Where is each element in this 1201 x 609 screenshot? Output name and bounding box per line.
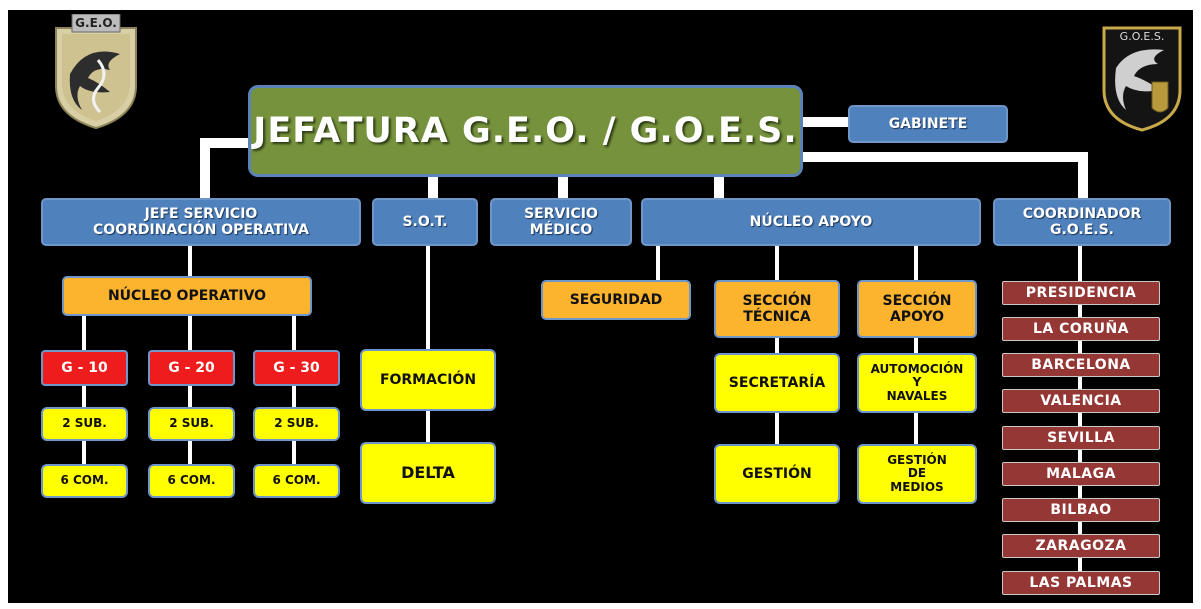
automocion-box: AUTOMOCIÓN Y NAVALES	[857, 353, 977, 413]
connector-line	[558, 175, 568, 200]
connector-line	[914, 245, 918, 280]
formacion-box: FORMACIÓN	[360, 349, 496, 411]
goes-emblem-icon: G.O.E.S.	[1102, 26, 1182, 132]
gestion-medios-line1: GESTIÓN	[887, 453, 947, 468]
g20-box: G - 20	[148, 350, 235, 386]
g20-com-box: 6 COM.	[148, 464, 235, 498]
connector-line	[82, 384, 86, 408]
automocion-line1: AUTOMOCIÓN	[870, 362, 964, 377]
seccion-tecnica-line1: SECCIÓN	[742, 292, 812, 309]
connector-line	[292, 384, 296, 408]
connector-line	[200, 138, 210, 200]
coordinador-box: COORDINADOR G.O.E.S.	[993, 198, 1171, 246]
servicio-medico-line2: MÉDICO	[529, 222, 593, 238]
g30-sub-box: 2 SUB.	[253, 407, 340, 441]
seccion-apoyo-box: SECCIÓN APOYO	[857, 280, 977, 338]
jefatura-box: JEFATURA G.E.O. / G.O.E.S.	[248, 85, 803, 177]
connector-line	[656, 245, 660, 280]
connector-line	[914, 412, 918, 445]
connector-line	[775, 412, 779, 445]
jefe-servicio-line2: COORDINACIÓN OPERATIVA	[93, 222, 309, 238]
connector-line	[914, 337, 918, 354]
gestion-medios-box: GESTIÓN DE MEDIOS	[857, 444, 977, 504]
connector-line	[200, 138, 248, 148]
connector-line	[428, 175, 438, 200]
connector-line	[714, 175, 724, 200]
g30-com-box: 6 COM.	[253, 464, 340, 498]
automocion-line2: Y	[912, 375, 922, 390]
connector-line	[800, 152, 1088, 162]
g20-sub-box: 2 SUB.	[148, 407, 235, 441]
city-malaga-box: MALAGA	[1002, 462, 1160, 486]
g10-sub-box: 2 SUB.	[41, 407, 128, 441]
nucleo-operativo-box: NÚCLEO OPERATIVO	[62, 276, 312, 316]
city-presidencia-box: PRESIDENCIA	[1002, 281, 1160, 305]
connector-line	[798, 117, 848, 127]
city-bilbao-box: BILBAO	[1002, 498, 1160, 522]
connector-line	[188, 384, 192, 408]
gabinete-box: GABINETE	[848, 105, 1008, 143]
city-zaragoza-box: ZARAGOZA	[1002, 534, 1160, 558]
geo-emblem-icon: G.E.O.	[55, 14, 137, 130]
connector-line	[188, 242, 192, 277]
jefe-servicio-box: JEFE SERVICIO COORDINACIÓN OPERATIVA	[41, 198, 361, 246]
seccion-tecnica-line2: TÉCNICA	[743, 309, 811, 325]
secretaria-box: SECRETARÍA	[714, 353, 840, 413]
svg-text:G.E.O.: G.E.O.	[75, 16, 117, 30]
g10-box: G - 10	[41, 350, 128, 386]
g10-com-box: 6 COM.	[41, 464, 128, 498]
city-sevilla-box: SEVILLA	[1002, 426, 1160, 450]
city-las-palmas-box: LAS PALMAS	[1002, 571, 1160, 595]
jefe-servicio-line1: JEFE SERVICIO	[144, 205, 258, 222]
city-barcelona-box: BARCELONA	[1002, 353, 1160, 377]
sot-box: S.O.T.	[372, 198, 478, 246]
g30-box: G - 30	[253, 350, 340, 386]
svg-text:G.O.E.S.: G.O.E.S.	[1120, 30, 1165, 43]
gestion-medios-line3: MEDIOS	[890, 479, 944, 494]
coordinador-line1: COORDINADOR	[1022, 205, 1142, 222]
gestion-box: GESTIÓN	[714, 444, 840, 504]
connector-line	[82, 440, 86, 465]
connector-line	[775, 337, 779, 354]
seguridad-box: SEGURIDAD	[541, 280, 691, 320]
connector-line	[1078, 245, 1082, 590]
nucleo-apoyo-box: NÚCLEO APOYO	[641, 198, 981, 246]
gestion-medios-line2: DE	[907, 466, 927, 481]
connector-line	[426, 410, 430, 443]
connector-line	[82, 315, 86, 351]
connector-line	[292, 315, 296, 351]
connector-line	[426, 245, 430, 350]
connector-line	[292, 440, 296, 465]
seccion-apoyo-line2: APOYO	[889, 309, 945, 325]
delta-box: DELTA	[360, 442, 496, 504]
org-chart-canvas: G.E.O. G.O.E.S. JEFATURA G.E.O. / G.O.E.…	[8, 10, 1193, 603]
connector-line	[188, 440, 192, 465]
coordinador-line2: G.O.E.S.	[1049, 222, 1114, 238]
automocion-line3: NAVALES	[886, 388, 948, 403]
connector-line	[775, 245, 779, 280]
seccion-apoyo-line1: SECCIÓN	[882, 292, 952, 309]
servicio-medico-box: SERVICIO MÉDICO	[490, 198, 632, 246]
city-valencia-box: VALENCIA	[1002, 389, 1160, 413]
seccion-tecnica-box: SECCIÓN TÉCNICA	[714, 280, 840, 338]
city-la-coruna-box: LA CORUÑA	[1002, 317, 1160, 341]
servicio-medico-line1: SERVICIO	[524, 205, 598, 222]
connector-line	[188, 315, 192, 351]
connector-line	[1078, 152, 1088, 200]
